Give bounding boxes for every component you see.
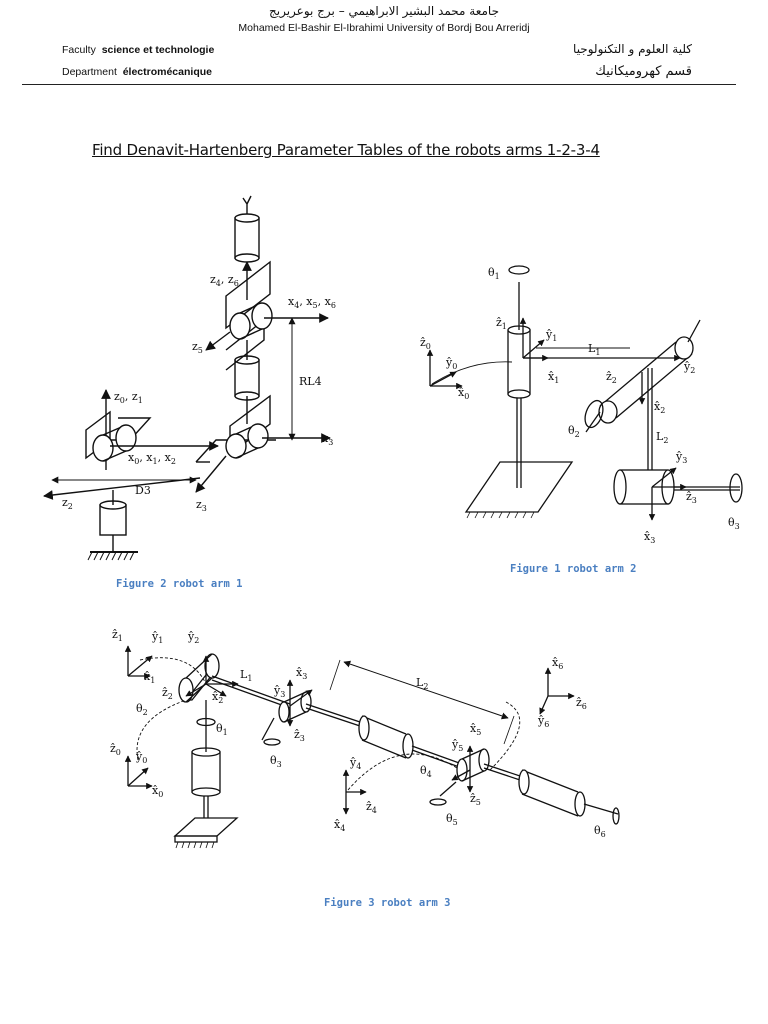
svg-text:x0, x1, x2: x0, x1, x2 [128,451,176,466]
svg-text:ŷ0: ŷ0 [135,750,147,765]
department-value: électromécanique [122,66,212,78]
svg-text:x4, x5, x6: x4, x5, x6 [288,295,336,310]
svg-text:z0, z1: z0, z1 [114,390,143,405]
robot-arm-3-labels: ẑ1 ŷ1 ŷ2 x̂1 ẑ2 x̂2 L1 θ2 θ1 ẑ0 ŷ0 x̂0 x… [110,628,606,839]
svg-text:ŷ0: ŷ0 [445,356,457,371]
svg-text:RL4: RL4 [299,375,322,388]
svg-text:z4, z6: z4, z6 [210,273,239,288]
svg-text:ẑ3: ẑ3 [686,490,697,505]
svg-text:L1: L1 [240,668,252,683]
svg-text:θ6: θ6 [594,824,606,839]
svg-text:L1: L1 [588,342,600,357]
svg-text:x̂3: x̂3 [296,666,307,681]
svg-text:θ5: θ5 [446,812,458,827]
svg-text:x̂2: x̂2 [212,690,223,705]
svg-text:ẑ5: ẑ5 [470,792,481,807]
svg-text:θ3: θ3 [270,754,282,769]
faculty-value: science et technologie [101,44,215,56]
svg-text:ẑ2: ẑ2 [606,370,617,385]
svg-text:x̂0: x̂0 [458,386,469,401]
header-divider [22,84,736,85]
figure-3-caption: Figure 3 robot arm 3 [324,897,451,909]
university-name-arabic: جامعة محمد البشير الابراهيمي – برج بوعري… [268,4,499,18]
svg-text:θ4: θ4 [420,764,432,779]
svg-text:ẑ4: ẑ4 [366,800,377,815]
department-label: Department [62,66,117,78]
svg-text:ŷ1: ŷ1 [545,328,557,343]
svg-text:ŷ5: ŷ5 [451,738,463,753]
svg-text:x̂1: x̂1 [548,370,559,385]
svg-text:ŷ3: ŷ3 [675,450,687,465]
robot-arm-3-figure [124,645,620,849]
svg-text:ẑ6: ẑ6 [576,696,587,711]
svg-text:x̂4: x̂4 [334,818,345,833]
svg-text:z5: z5 [192,340,203,355]
robot-arm-1-labels: z4, z6 x4, x5, x6 z5 RL4 x3 z0, z1 x0, x… [62,273,336,513]
svg-text:L2: L2 [416,676,428,691]
svg-text:x̂5: x̂5 [470,722,481,737]
svg-text:x̂2: x̂2 [654,400,665,415]
svg-text:L2: L2 [656,430,668,445]
svg-text:D3: D3 [135,484,151,497]
page-title: Find Denavit-Hartenberg Parameter Tables… [92,141,600,159]
faculty-arabic: كلية العلوم و التكنولوجيا [573,42,692,56]
svg-text:ẑ1: ẑ1 [112,628,123,643]
svg-text:θ2: θ2 [136,702,148,717]
svg-text:ŷ4: ŷ4 [349,756,361,771]
svg-text:z2: z2 [62,496,73,511]
svg-text:ẑ2: ẑ2 [162,686,173,701]
svg-text:ẑ0: ẑ0 [420,336,431,351]
svg-text:ŷ2: ŷ2 [187,630,199,645]
svg-text:ẑ3: ẑ3 [294,728,305,743]
svg-text:ŷ3: ŷ3 [273,684,285,699]
svg-text:θ1: θ1 [216,722,228,737]
figure-1-caption: Figure 1 robot arm 2 [510,563,637,575]
university-name-english: Mohamed El-Bashir El-Ibrahimi University… [238,22,530,34]
faculty-label: Faculty [62,44,96,56]
figure-2-caption: Figure 2 robot arm 1 [116,578,243,590]
svg-text:θ1: θ1 [488,266,500,281]
svg-text:z3: z3 [196,498,207,513]
svg-text:x3: x3 [322,432,333,447]
svg-text:x̂0: x̂0 [152,784,163,799]
svg-text:x̂6: x̂6 [552,656,563,671]
department-arabic: قسم كهروميكانيك [595,64,692,79]
svg-text:ŷ2: ŷ2 [683,360,695,375]
svg-text:ẑ0: ẑ0 [110,742,121,757]
svg-text:ŷ6: ŷ6 [537,714,549,729]
svg-text:ŷ1: ŷ1 [151,630,163,645]
robot-arm-1-figure [43,195,331,561]
department-line: Department électromécanique [62,66,212,78]
svg-text:x̂3: x̂3 [644,530,655,545]
svg-text:x̂1: x̂1 [144,670,155,685]
svg-text:θ2: θ2 [568,424,580,439]
svg-text:ẑ1: ẑ1 [496,316,507,331]
faculty-line: Faculty science et technologie [62,44,214,56]
svg-text:θ3: θ3 [728,516,740,531]
robot-arm-2-figure [426,265,743,521]
robot-arm-2-labels: θ1 ẑ1 ŷ1 L1 ẑ0 ŷ0 x̂0 x̂1 ẑ2 ŷ2 x̂2 θ2 L… [420,266,740,545]
